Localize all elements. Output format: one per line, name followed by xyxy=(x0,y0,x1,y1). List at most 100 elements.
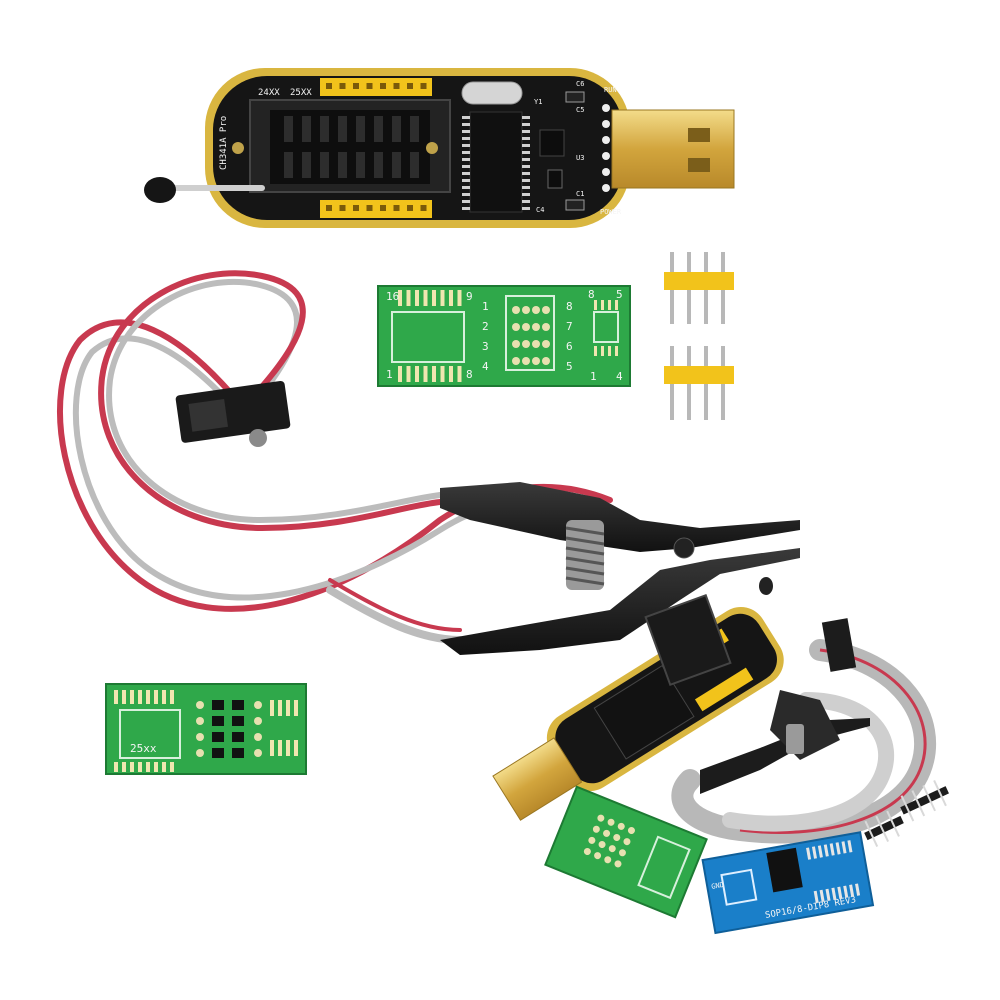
smd-pad xyxy=(841,841,847,854)
header-hole xyxy=(339,83,346,89)
smd-pad xyxy=(825,888,831,902)
through-hole xyxy=(623,838,631,846)
zif-socket xyxy=(232,99,451,193)
header-hole xyxy=(326,205,332,211)
through-hole xyxy=(617,822,625,830)
chip-pin xyxy=(462,193,470,196)
label-25xx: 25XX xyxy=(290,88,312,98)
through-hole xyxy=(522,306,530,314)
smd-pad xyxy=(114,762,118,772)
label-c1: C1 xyxy=(576,190,584,198)
pin-label: 4 xyxy=(482,360,489,373)
smd-pad xyxy=(837,886,843,899)
spring-coil xyxy=(565,546,605,556)
chip-pin xyxy=(462,179,470,182)
soic8-test-clip-2 xyxy=(700,690,870,794)
smd-pad xyxy=(415,290,419,306)
through-hole xyxy=(542,340,550,348)
usb-led-row xyxy=(602,104,610,192)
through-hole xyxy=(196,701,204,709)
through-hole xyxy=(588,836,596,844)
label-u3: U3 xyxy=(576,154,584,162)
smd-pad xyxy=(811,846,817,859)
smd-pad xyxy=(270,700,274,716)
header-hole xyxy=(353,83,359,89)
smd-pad xyxy=(432,290,436,306)
smd-pad xyxy=(806,847,812,860)
smd-pad xyxy=(406,366,411,382)
zif-slot xyxy=(392,152,401,178)
pin-label: 5 xyxy=(566,360,573,373)
through-hole xyxy=(597,814,605,822)
pin-label: 1 xyxy=(386,368,393,381)
chip-pin xyxy=(522,207,530,210)
chip-pin xyxy=(522,144,530,147)
chip-pin xyxy=(462,207,470,210)
smd-pad xyxy=(440,366,445,382)
header-hole xyxy=(393,205,400,211)
chip-pin xyxy=(462,116,470,119)
header-hole xyxy=(380,205,386,211)
smd-pad xyxy=(829,843,835,856)
smd-pad xyxy=(843,885,849,898)
smd-pad xyxy=(594,300,597,310)
zif-slot xyxy=(410,152,419,178)
pin-label: 16 xyxy=(386,290,399,303)
smd-pad xyxy=(162,762,166,772)
through-hole xyxy=(196,733,204,741)
dip-pin xyxy=(232,732,244,742)
smd-pad xyxy=(817,845,823,858)
chip-pin xyxy=(522,165,530,168)
through-hole xyxy=(512,323,520,331)
label-c6: C6 xyxy=(576,80,584,88)
zif-slot xyxy=(338,152,347,178)
soic8-test-clip xyxy=(440,482,800,655)
smd-pad xyxy=(138,690,142,704)
through-hole xyxy=(512,340,520,348)
through-hole xyxy=(598,840,606,848)
label-c5: C5 xyxy=(576,106,584,114)
smd-pad xyxy=(601,346,604,356)
label-c4: C4 xyxy=(536,206,544,214)
smd-pad xyxy=(154,690,158,704)
zif-slot xyxy=(374,152,383,178)
through-hole xyxy=(532,357,540,365)
through-hole xyxy=(592,825,600,833)
dip-pin xyxy=(212,748,224,758)
smd-pad xyxy=(162,690,166,704)
smd-pad xyxy=(278,700,282,716)
label-run: RUN xyxy=(604,86,617,94)
zif-slot xyxy=(284,116,293,142)
chip-pin xyxy=(462,130,470,133)
smd-pad xyxy=(114,690,118,704)
smd-pad xyxy=(449,290,453,306)
through-hole xyxy=(532,323,540,331)
smd-pad xyxy=(154,762,158,772)
pin-label: 2 xyxy=(482,320,489,333)
dip-pin xyxy=(232,748,244,758)
label-power: POWER xyxy=(600,208,622,216)
through-hole xyxy=(614,860,622,868)
smd-pad xyxy=(440,290,445,306)
smd-pad xyxy=(601,300,604,310)
spring-coil xyxy=(565,536,605,546)
through-hole xyxy=(594,852,602,860)
smd-pad xyxy=(855,883,861,896)
through-hole xyxy=(254,733,262,741)
smd-pad xyxy=(457,290,462,306)
chip-pin xyxy=(462,123,470,126)
zif-slot xyxy=(410,116,419,142)
dip-pin xyxy=(212,700,224,710)
header-hole xyxy=(339,205,346,211)
header-bottom-yellow xyxy=(320,200,432,218)
zif-slot xyxy=(320,152,329,178)
through-hole xyxy=(532,340,540,348)
dip-pin xyxy=(212,716,224,726)
through-hole xyxy=(254,701,262,709)
label-model: CH341A Pro xyxy=(219,116,229,170)
smd-pad xyxy=(398,366,402,382)
through-hole xyxy=(542,323,550,331)
smd-pad xyxy=(615,300,618,310)
smd-pad xyxy=(170,762,174,772)
zif-slot xyxy=(320,116,329,142)
